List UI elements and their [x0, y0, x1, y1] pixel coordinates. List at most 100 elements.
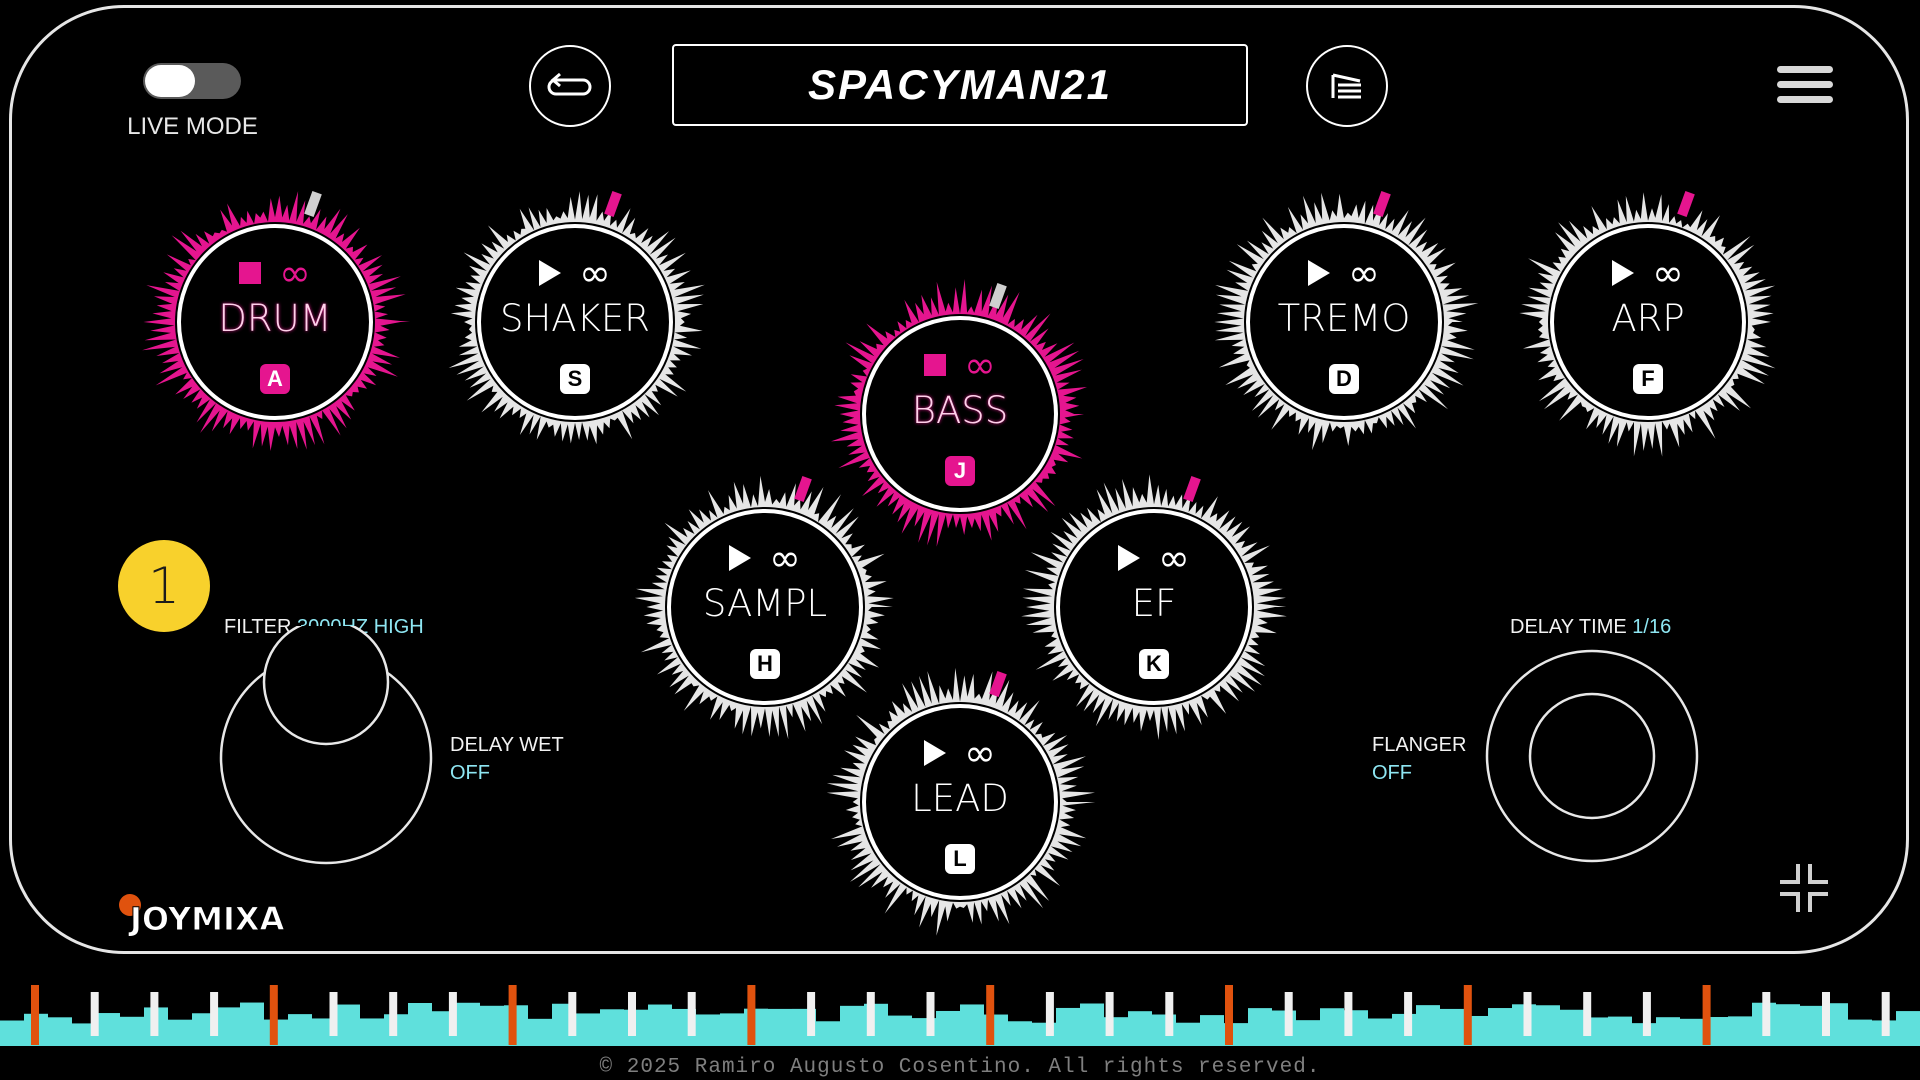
- ribbon-step-key[interactable]: [807, 992, 816, 1036]
- loop-record-button[interactable]: [529, 45, 611, 127]
- ribbon-step-key[interactable]: [389, 992, 398, 1036]
- xy-handle[interactable]: [1528, 692, 1656, 820]
- menu-button[interactable]: [1777, 66, 1833, 110]
- pad-progress-tick: [1677, 191, 1695, 217]
- loop-infinity-icon[interactable]: ∞: [1158, 536, 1190, 580]
- play-icon[interactable]: [924, 740, 947, 766]
- ribbon-step-key[interactable]: [1105, 992, 1114, 1036]
- ribbon-beat-marker[interactable]: [269, 985, 278, 1045]
- pad-label: TREMO: [1277, 297, 1411, 340]
- ribbon-bar: [72, 1023, 96, 1046]
- pad-ring: [862, 316, 1058, 512]
- pad-key-badge: J: [945, 456, 975, 486]
- live-mode-label: LIVE MODE: [127, 113, 258, 140]
- ribbon-step-key[interactable]: [1165, 992, 1174, 1036]
- loop-infinity-icon[interactable]: ∞: [1348, 251, 1380, 295]
- loop-infinity-icon[interactable]: ∞: [279, 251, 311, 295]
- stop-icon[interactable]: [239, 262, 262, 284]
- ribbon-step-key[interactable]: [1523, 992, 1532, 1036]
- loop-infinity-icon[interactable]: ∞: [964, 731, 996, 775]
- pad-key-badge: H: [750, 649, 780, 679]
- pad-ring: [177, 224, 373, 420]
- pad-progress-tick: [794, 476, 812, 502]
- pad-face: [1244, 222, 1444, 422]
- loop-infinity-icon[interactable]: ∞: [964, 343, 996, 387]
- pad-arp[interactable]: ∞ ARP F: [1498, 172, 1798, 472]
- xy-handle[interactable]: [262, 626, 390, 746]
- ribbon-step-key[interactable]: [1284, 992, 1293, 1036]
- pad-face: [665, 507, 865, 707]
- ribbon-bar: [1080, 1003, 1104, 1046]
- ribbon-bar: [1728, 1016, 1752, 1046]
- pad-bass[interactable]: ∞ BASS J: [810, 264, 1110, 564]
- play-icon[interactable]: [1118, 545, 1141, 571]
- ribbon-beat-marker[interactable]: [986, 985, 995, 1045]
- ribbon-step-key[interactable]: [1583, 992, 1592, 1036]
- ribbon-step-key[interactable]: [568, 992, 577, 1036]
- live-mode-toggle[interactable]: [143, 63, 241, 99]
- ribbon-step-key[interactable]: [1404, 992, 1413, 1036]
- ribbon-bar: [1560, 1009, 1584, 1046]
- project-title-field[interactable]: SPACYMAN21: [672, 44, 1248, 126]
- waveform-ring: [142, 191, 411, 451]
- loop-infinity-icon[interactable]: ∞: [1652, 251, 1684, 295]
- ribbon-step-key[interactable]: [1344, 992, 1353, 1036]
- loop-infinity-icon[interactable]: ∞: [579, 251, 611, 295]
- pad-sampl[interactable]: ∞ SAMPL H: [615, 457, 915, 757]
- ribbon-bar: [1488, 1008, 1512, 1046]
- waveform-ring: [1519, 191, 1776, 457]
- sequencer-ribbon[interactable]: [0, 982, 1920, 1054]
- playlist-button[interactable]: [1306, 45, 1388, 127]
- loop-infinity-icon[interactable]: ∞: [769, 536, 801, 580]
- ribbon-step-key[interactable]: [687, 992, 696, 1036]
- collapse-icon[interactable]: [1776, 860, 1832, 916]
- ribbon-step-key[interactable]: [1881, 992, 1890, 1036]
- pad-key-badge: L: [945, 844, 975, 874]
- pad-ring: [1056, 509, 1252, 705]
- ribbon-bar: [1656, 1017, 1680, 1046]
- ribbon-bar: [1536, 1005, 1560, 1046]
- ribbon-step-key[interactable]: [628, 992, 636, 1036]
- stop-icon[interactable]: [924, 354, 947, 376]
- ribbon-bar: [360, 1018, 384, 1046]
- ribbon-step-key[interactable]: [926, 992, 935, 1036]
- ribbon-step-key[interactable]: [210, 992, 219, 1036]
- play-icon[interactable]: [1308, 260, 1331, 286]
- waveform-ring: [1021, 474, 1287, 740]
- pad-drum[interactable]: ∞ DRUM A: [125, 172, 425, 472]
- ribbon-step-key[interactable]: [866, 992, 875, 1036]
- ribbon-beat-marker[interactable]: [1463, 985, 1472, 1045]
- pad-key-badge: S: [560, 364, 590, 394]
- play-icon[interactable]: [1612, 260, 1635, 286]
- delay-xy-pad[interactable]: [1482, 646, 1702, 866]
- ribbon-beat-marker[interactable]: [747, 985, 756, 1045]
- pad-tremo[interactable]: ∞ TREMO D: [1194, 172, 1494, 472]
- pad-progress-tick: [604, 191, 622, 217]
- ribbon-bar: [456, 1002, 480, 1046]
- ribbon-beat-marker[interactable]: [508, 985, 517, 1045]
- ribbon-step-key[interactable]: [150, 992, 159, 1036]
- ribbon-bar: [768, 1008, 792, 1046]
- pad-icons: ∞: [1004, 536, 1304, 580]
- pad-face: [860, 702, 1060, 902]
- pad-shaker[interactable]: ∞ SHAKER S: [425, 172, 725, 472]
- ribbon-beat-marker[interactable]: [31, 985, 39, 1045]
- pad-face: [1548, 222, 1748, 422]
- play-icon[interactable]: [729, 545, 752, 571]
- ribbon-step-key[interactable]: [1045, 992, 1054, 1036]
- play-icon[interactable]: [539, 260, 562, 286]
- filter-xy-pad[interactable]: [216, 626, 436, 866]
- ribbon-bar: [1848, 1019, 1872, 1046]
- pad-ef[interactable]: ∞ EF K: [1004, 457, 1304, 757]
- ribbon-step-key[interactable]: [329, 992, 338, 1036]
- ribbon-beat-marker[interactable]: [1702, 985, 1711, 1045]
- pad-lead[interactable]: ∞ LEAD L: [810, 652, 1110, 952]
- ribbon-step-key[interactable]: [1822, 992, 1830, 1036]
- ribbon-beat-marker[interactable]: [1225, 985, 1233, 1045]
- ribbon-step-key[interactable]: [448, 992, 457, 1036]
- ribbon-step-key[interactable]: [1762, 992, 1771, 1036]
- delay-wet-value: OFF: [450, 762, 490, 784]
- ribbon-step-key[interactable]: [90, 992, 99, 1036]
- ribbon-step-key[interactable]: [1642, 992, 1651, 1036]
- ribbon-bar: [120, 1016, 144, 1046]
